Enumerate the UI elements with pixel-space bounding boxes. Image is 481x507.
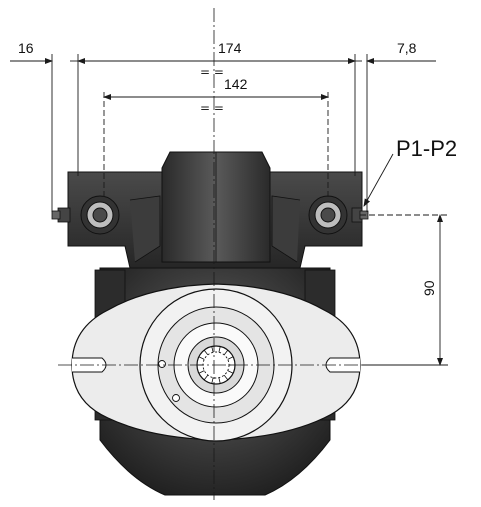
spline-tooth — [198, 370, 205, 374]
spline-tooth — [203, 349, 209, 356]
dim-text-7-8: 7,8 — [397, 40, 417, 56]
valve-block-chamfer-right — [271, 195, 301, 263]
spline-tooth — [198, 356, 205, 360]
extension-lines — [51, 54, 448, 366]
spline-tooth — [218, 346, 221, 353]
port-leader-line — [363, 153, 394, 207]
spline-tooth — [227, 370, 234, 374]
dim-text-142: 142 — [224, 76, 248, 92]
valve-block-chamfer-left — [129, 195, 161, 263]
spline-tooth — [223, 374, 229, 381]
equal-mark-142: = = — [200, 101, 224, 115]
flange-bolt-bottom — [172, 394, 180, 402]
left-port-fitting — [51, 195, 120, 235]
dim-text-90: 90 — [421, 280, 437, 296]
spline-tooth — [203, 374, 209, 381]
spline-tooth — [211, 346, 214, 353]
flange-bolt-top — [158, 360, 166, 368]
dim-text-174: 174 — [218, 40, 242, 56]
pump-body — [51, 151, 369, 496]
spline-tooth — [223, 349, 229, 356]
dim-text-16: 16 — [18, 40, 34, 56]
equal-mark-174: = = — [200, 65, 224, 79]
port-label: P1-P2 — [396, 136, 457, 161]
spline-tooth — [218, 377, 221, 384]
right-port-fitting — [308, 195, 369, 235]
spline-tooth — [211, 377, 214, 384]
spline-tooth — [227, 356, 234, 360]
